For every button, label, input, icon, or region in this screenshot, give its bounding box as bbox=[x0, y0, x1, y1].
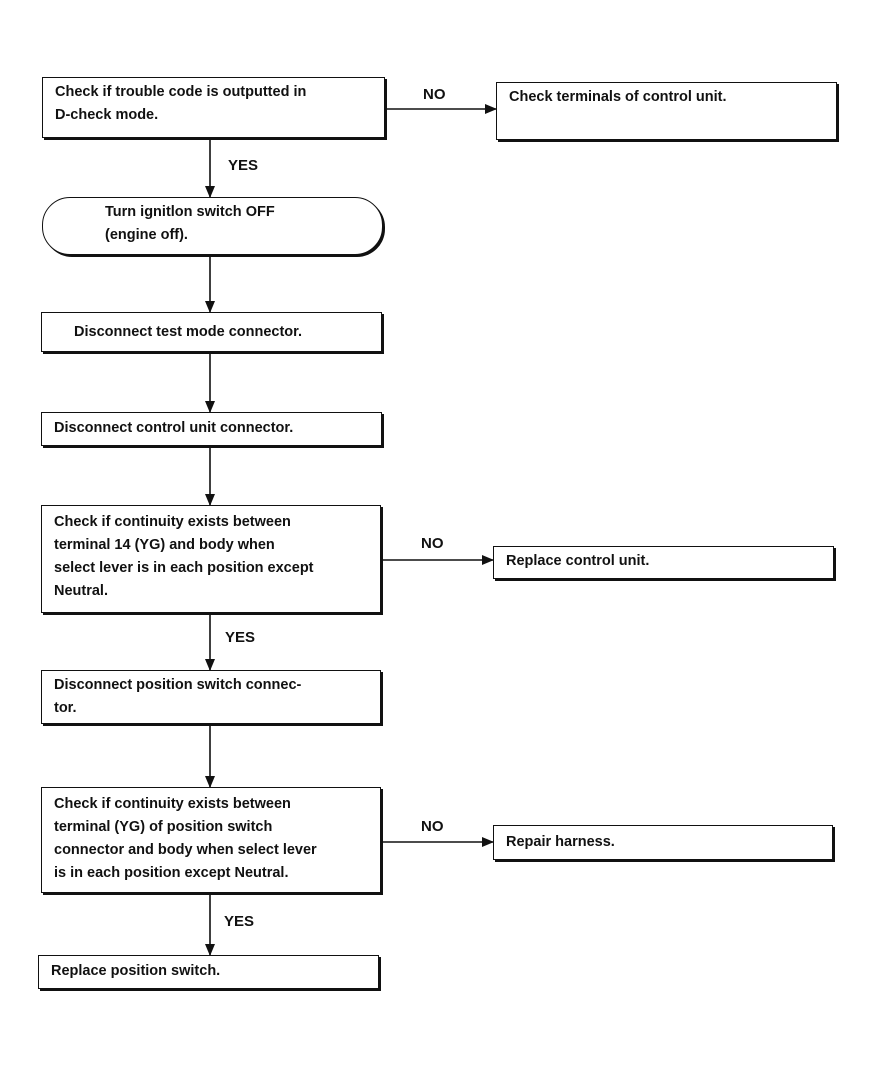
outcome-replace-control-unit: Replace control unit. bbox=[493, 546, 834, 579]
label-yes-3: YES bbox=[224, 913, 255, 930]
outcome-check-terminals: Check terminals of control unit. bbox=[496, 82, 837, 140]
step-check-continuity-terminal-14: Check if continuity exists between termi… bbox=[41, 505, 381, 613]
step-replace-position-switch: Replace position switch. bbox=[38, 955, 379, 989]
outcome-repair-harness: Repair harness. bbox=[493, 825, 833, 860]
step-disconnect-position-switch: Disconnect position switch connec- tor. bbox=[41, 670, 381, 724]
step-disconnect-control-unit: Disconnect control unit connector. bbox=[41, 412, 382, 446]
step-check-continuity-position-switch: Check if continuity exists between termi… bbox=[41, 787, 381, 893]
label-no-2: NO bbox=[421, 535, 444, 552]
step-turn-ignition-off: Turn ignitlon switch OFF (engine off). bbox=[42, 197, 383, 255]
step-disconnect-test-mode: Disconnect test mode connector. bbox=[41, 312, 382, 352]
step-check-trouble-code: Check if trouble code is outputted in D-… bbox=[42, 77, 385, 138]
label-no-1: NO bbox=[423, 86, 446, 103]
label-yes-1: YES bbox=[228, 157, 259, 174]
label-no-3: NO bbox=[421, 818, 444, 835]
label-yes-2: YES bbox=[225, 629, 256, 646]
